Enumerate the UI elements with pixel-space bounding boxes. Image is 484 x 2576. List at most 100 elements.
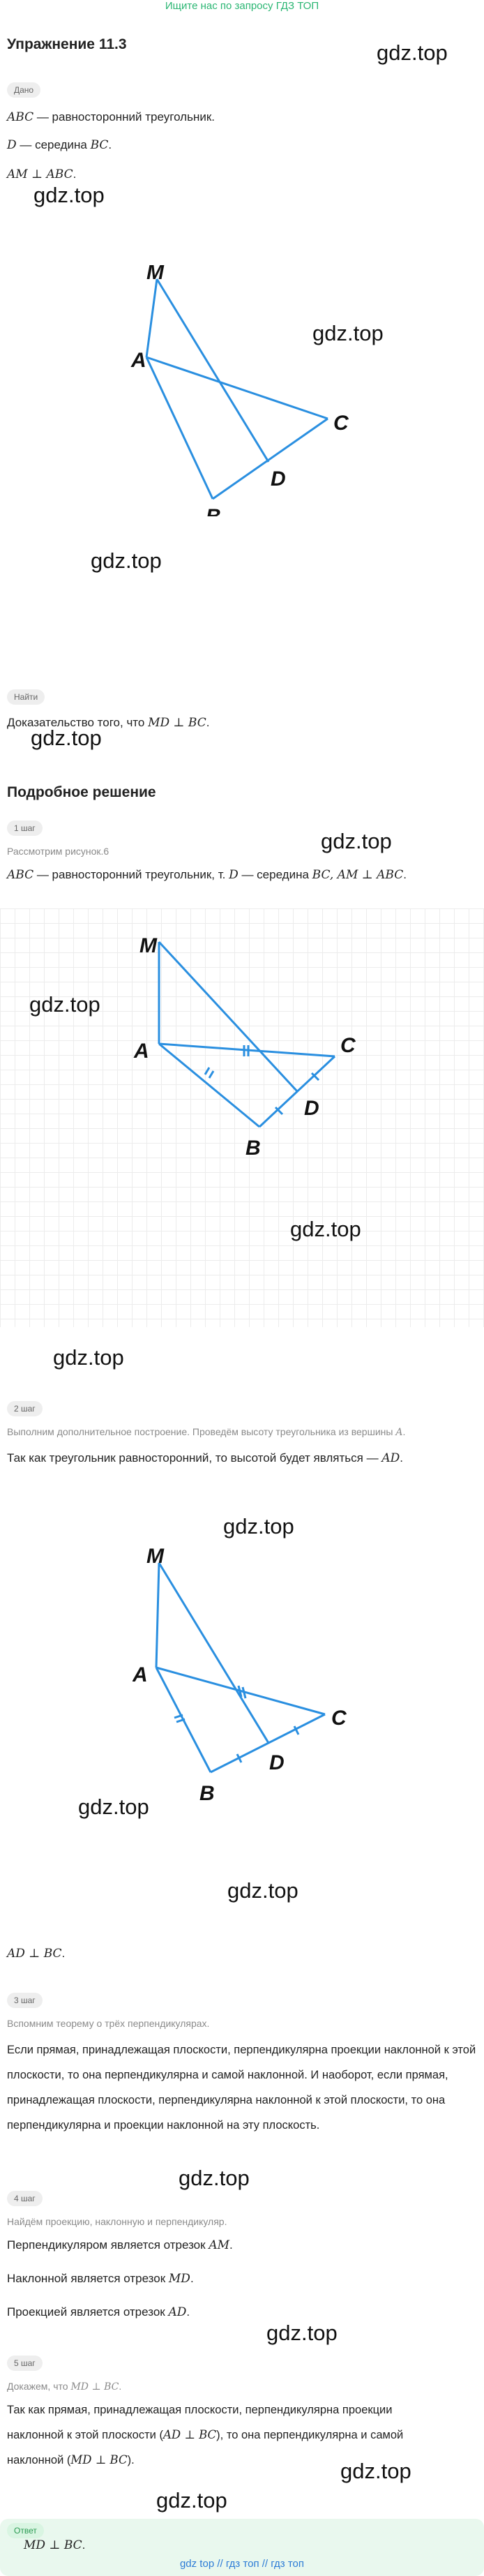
- watermark: gdz.top: [377, 40, 448, 65]
- footer-links[interactable]: gdz top // гдз топ // гдз топ: [179, 2558, 305, 2570]
- given-math: D: [7, 138, 17, 152]
- step-text-part: .: [190, 2272, 194, 2285]
- label-a: A: [133, 1040, 149, 1063]
- step-line: наклонной (MD ⊥ BC).: [7, 2452, 135, 2469]
- step-math: BC, AM ⊥ ABC: [312, 868, 404, 882]
- answer-math: MD ⊥ BC: [24, 2538, 82, 2552]
- watermark: gdz.top: [227, 1878, 298, 1903]
- step-text-part: Так как треугольник равносторонний, то в…: [7, 1451, 382, 1465]
- watermark: gdz.top: [53, 1345, 124, 1370]
- segment-am: [155, 1562, 160, 1668]
- step-line: Наклонной является отрезок MD.: [7, 2270, 194, 2287]
- watermark: gdz.top: [29, 992, 100, 1017]
- label-m: M: [146, 265, 165, 284]
- given-line-3: AM ⊥ ABC.: [7, 166, 76, 183]
- step-note: Рассмотрим рисунок.6: [7, 846, 109, 857]
- label-m: M: [139, 934, 158, 957]
- label-b: B: [206, 505, 221, 516]
- given-line-2: D — середина BC.: [7, 137, 112, 153]
- segment-md: [156, 278, 270, 463]
- step-chip: 2 шаг: [7, 1401, 43, 1416]
- answer-box: [0, 2519, 484, 2576]
- given-math: ABC: [7, 110, 34, 124]
- label-d: D: [269, 1751, 285, 1774]
- figure-3-diagram: M A B C D: [133, 1545, 347, 1805]
- grid-figure-background: [0, 908, 484, 1327]
- step-line: Так как прямая, принадлежащая плоскости,…: [7, 2404, 393, 2416]
- step-note: Вспомним теорему о трёх перпендикулярах.: [7, 2018, 210, 2029]
- watermark: gdz.top: [340, 2459, 411, 2483]
- step-chip: 1 шаг: [7, 821, 43, 836]
- step-text-part: наклонной (: [7, 2454, 71, 2466]
- top-banner-link[interactable]: Ищите нас по запросу ГДЗ ТОП: [165, 0, 319, 12]
- step-chip: 4 шаг: [7, 2191, 43, 2206]
- figure-2-diagram: M A B C D: [133, 934, 356, 1160]
- step-note-part: .: [119, 2381, 122, 2392]
- watermark: gdz.top: [91, 548, 162, 573]
- tick-mark: [236, 1753, 243, 1763]
- segment-bc: [258, 1055, 336, 1128]
- step-text-part: — равносторонний треугольник, т.: [33, 868, 229, 881]
- label-c: C: [333, 412, 349, 435]
- watermark: gdz.top: [179, 2166, 250, 2190]
- figure-1-lines: [145, 278, 328, 500]
- step-note-part: .: [402, 1426, 406, 1437]
- label-a: A: [133, 1663, 148, 1686]
- step-text: ABC — равносторонний треугольник, т. D —…: [7, 867, 407, 883]
- step-line: Перпендикуляром является отрезок AM.: [7, 2237, 233, 2254]
- find-text: Доказательство того, что: [7, 716, 149, 729]
- answer-chip: Ответ: [7, 2523, 44, 2538]
- figure-2-lines: [158, 941, 336, 1128]
- watermark: gdz.top: [31, 726, 102, 750]
- step-line: Проекцией является отрезок AD.: [7, 2304, 190, 2321]
- find-text: .: [206, 716, 210, 729]
- step-text-part: .: [229, 2238, 233, 2252]
- segment-md: [158, 1562, 270, 1744]
- step-math: AD ⊥ BC: [162, 2428, 217, 2441]
- tick-mark: [310, 1072, 320, 1081]
- page-title: Упражнение 11.3: [7, 36, 127, 52]
- segment-bc: [212, 417, 328, 500]
- watermark: gdz.top: [321, 829, 392, 853]
- step-note-part: Докажем, что: [7, 2381, 71, 2392]
- step-result: AD ⊥ BC.: [7, 1945, 65, 1962]
- step-math: MD: [168, 2272, 190, 2286]
- answer-end: .: [82, 2538, 86, 2552]
- given-chip: Дано: [7, 82, 41, 98]
- step-math: D: [229, 868, 239, 882]
- watermark: gdz.top: [223, 1514, 294, 1538]
- segment-ac: [146, 356, 328, 420]
- label-c: C: [340, 1034, 356, 1057]
- label-d: D: [304, 1097, 319, 1120]
- given-line-1: ABC — равносторонний треугольник.: [7, 109, 215, 126]
- tick-mark: [176, 1718, 186, 1723]
- tick-mark: [274, 1106, 284, 1116]
- tick-mark: [293, 1725, 300, 1735]
- segment-md: [158, 941, 298, 1093]
- label-c: C: [331, 1707, 347, 1730]
- segment-ab: [158, 1042, 260, 1128]
- step-chip: 3 шаг: [7, 1993, 43, 2008]
- step-math: A: [395, 1427, 403, 1438]
- tick-mark: [208, 1070, 215, 1079]
- step-math: AM: [209, 2238, 229, 2252]
- given-text: — середина: [16, 138, 91, 151]
- given-text: .: [108, 138, 112, 151]
- label-b: B: [245, 1137, 261, 1160]
- given-text: — равносторонний треугольник.: [33, 110, 215, 123]
- step-math: ABC: [7, 868, 34, 882]
- find-math: MD ⊥ BC: [148, 716, 206, 730]
- segment-ab: [145, 357, 214, 500]
- step-chip: 5 шаг: [7, 2356, 43, 2371]
- step-math: AD: [381, 1451, 400, 1465]
- watermark: gdz.top: [156, 2488, 227, 2513]
- step-note: Найдём проекцию, наклонную и перпендикул…: [7, 2216, 227, 2227]
- label-b: B: [199, 1782, 215, 1805]
- find-line: Доказательство того, что MD ⊥ BC.: [7, 714, 209, 731]
- solution-title: Подробное решение: [7, 784, 156, 800]
- step-note: Докажем, что MD ⊥ BC.: [7, 2381, 121, 2392]
- answer-text: MD ⊥ BC.: [24, 2537, 85, 2554]
- figure-1-diagram: M A B C D: [130, 265, 349, 516]
- step-text-part: — середина: [238, 868, 312, 881]
- step-math: AD ⊥ BC: [7, 1947, 62, 1961]
